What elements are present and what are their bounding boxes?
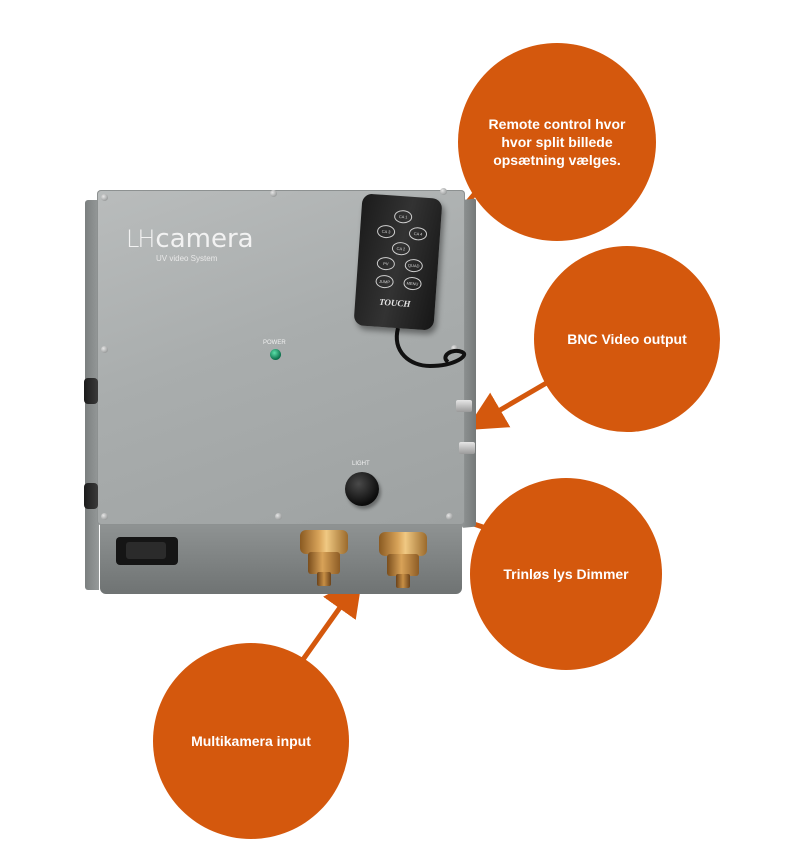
remote-button-pv[interactable]: PV xyxy=(376,256,396,271)
screw-icon xyxy=(101,194,108,201)
screw-icon xyxy=(101,346,108,353)
callout-remote-control-text: Remote control hvor hvor split billede o… xyxy=(488,116,626,168)
remote-button-ca1[interactable]: CA 1 xyxy=(393,209,413,224)
remote-control[interactable]: CA 1 CA 3 CA 4 CA 2 PV QUAD JUMP MENU TO… xyxy=(353,193,443,331)
callout-dimmer-text: Trinløs lys Dimmer xyxy=(503,566,629,582)
light-label: LIGHT xyxy=(352,461,370,467)
arrow-bnc xyxy=(465,375,557,431)
callout-dimmer: Trinløs lys Dimmer xyxy=(470,478,662,670)
remote-button-ca2[interactable]: CA 2 xyxy=(391,241,411,256)
logo-camera: camera xyxy=(155,224,254,254)
screw-icon xyxy=(440,188,447,195)
remote-button-menu[interactable]: MENU xyxy=(403,276,422,291)
screw-icon xyxy=(451,345,458,352)
power-label: POWER xyxy=(263,340,286,346)
remote-button-jump[interactable]: JUMP xyxy=(375,274,395,289)
remote-brand: TOUCH xyxy=(378,296,411,309)
bnc-connector-upper xyxy=(456,400,472,412)
camera-input-connector-right xyxy=(379,532,427,590)
callout-bnc-output-text: BNC Video output xyxy=(567,331,687,347)
camera-input-connector-left xyxy=(300,530,348,588)
callout-bnc-output: BNC Video output xyxy=(534,246,720,432)
callout-multicamera-text: Multikamera input xyxy=(191,733,311,749)
side-connector-upper xyxy=(84,378,98,404)
screw-icon xyxy=(446,513,453,520)
callout-remote-control: Remote control hvor hvor split billede o… xyxy=(458,43,656,241)
dimmer-knob[interactable] xyxy=(345,472,379,506)
screw-icon xyxy=(101,513,108,520)
remote-button-ca4[interactable]: CA 4 xyxy=(408,226,428,241)
logo-lh: LH xyxy=(126,225,155,253)
arrow-multicamera xyxy=(294,575,363,670)
screw-icon xyxy=(275,513,282,520)
side-connector-lower xyxy=(84,483,98,509)
bnc-connector-lower xyxy=(459,442,475,454)
screw-icon xyxy=(270,190,277,197)
power-inlet xyxy=(116,537,178,565)
power-led-icon xyxy=(270,349,281,360)
callout-multicamera: Multikamera input xyxy=(153,643,349,839)
remote-button-quad[interactable]: QUAD xyxy=(404,258,424,273)
logo-subtitle: UV video System xyxy=(156,254,218,263)
remote-button-ca3[interactable]: CA 3 xyxy=(376,224,396,239)
brand-logo: LHcamera UV video System xyxy=(126,224,254,263)
